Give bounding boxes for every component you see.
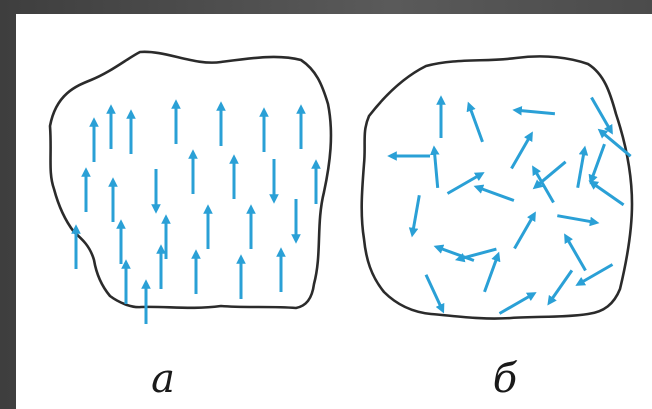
magnetic-moment-arrow [550,270,572,301]
magnetic-moment-arrow [536,162,565,186]
magnetic-moment-arrow [485,256,498,292]
magnetic-moment-arrow [557,216,594,223]
domains-diagram [16,14,652,409]
magnetic-moment-arrow [592,98,611,131]
magnetic-moment-arrow [438,248,474,261]
magnetic-moment-arrow [601,132,630,156]
magnetic-moment-arrow [512,136,531,169]
magnetic-moment-arrow [460,249,497,259]
magnetic-moment-arrow [470,106,483,142]
magnetic-moment-arrow [500,295,533,314]
region-outline-b [362,56,632,318]
magnetic-moment-arrow [434,150,437,188]
magnetic-moment-arrow [448,175,481,194]
magnetic-moment-arrow [592,183,623,205]
magnetic-moment-arrow [517,110,555,113]
magnetic-moment-arrow [478,188,514,201]
image-panel: а б [16,14,652,409]
arrows-group-a [76,104,316,324]
region-outline-a [50,52,331,308]
magnetic-moment-arrow [515,216,534,249]
panel-label-a: а [143,359,183,399]
magnetic-moment-arrow [567,238,586,271]
magnetic-moment-arrow [413,195,420,232]
magnetic-moment-arrow [578,150,585,187]
arrows-group-b [392,98,631,314]
magnetic-moment-arrow [592,144,605,180]
magnetic-moment-arrow [426,275,442,309]
panel-label-b: б [485,359,525,399]
